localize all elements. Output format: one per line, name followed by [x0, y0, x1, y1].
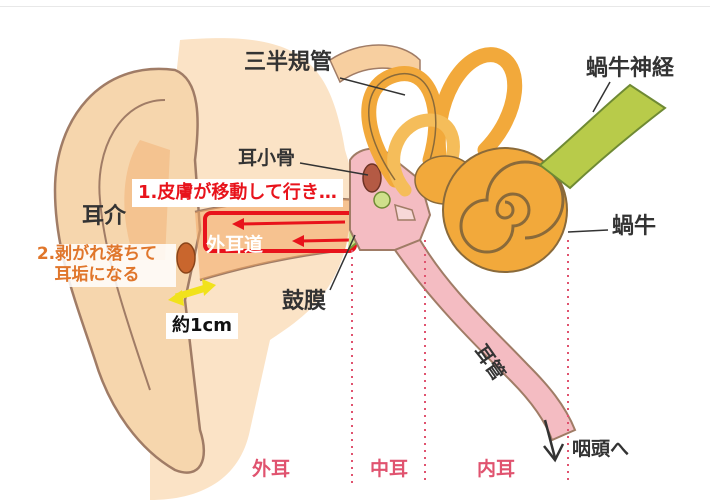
- callout-step2: 2.剥がれ落ちて 耳垢になる: [18, 244, 176, 287]
- label-eardrum: 鼓膜: [282, 291, 326, 313]
- region-inner-ear: 内耳: [477, 460, 515, 479]
- label-semicircular-canals: 三半規管: [244, 52, 332, 74]
- callout-step2-line2: 耳垢になる: [18, 265, 176, 286]
- label-cochlear-nerve: 蝸牛神経: [586, 58, 674, 80]
- label-to-pharynx: 咽頭へ: [572, 440, 629, 459]
- measurement-label: 約1cm: [166, 313, 238, 339]
- incus: [374, 192, 390, 208]
- callout-step2-line1: 2.剥がれ落ちて: [18, 244, 176, 265]
- region-outer-ear: 外耳: [252, 460, 290, 479]
- skin-migration-arrow-upper: [240, 222, 345, 224]
- region-middle-ear: 中耳: [370, 460, 408, 479]
- skin-migration-arrow-lower: [300, 240, 350, 241]
- leader-cochlea: [568, 230, 608, 232]
- callout-step1: 1.皮膚が移動して行き…: [132, 179, 343, 207]
- label-cochlea: 蝸牛: [612, 216, 656, 238]
- label-ossicles: 耳小骨: [238, 149, 295, 168]
- earwax-lump: [177, 243, 195, 273]
- label-auricle: 耳介: [82, 206, 126, 228]
- cochlear-nerve: [540, 85, 665, 188]
- eustachian-tube: [395, 240, 575, 440]
- malleus: [363, 164, 381, 192]
- label-external-canal: 外耳道: [206, 236, 263, 255]
